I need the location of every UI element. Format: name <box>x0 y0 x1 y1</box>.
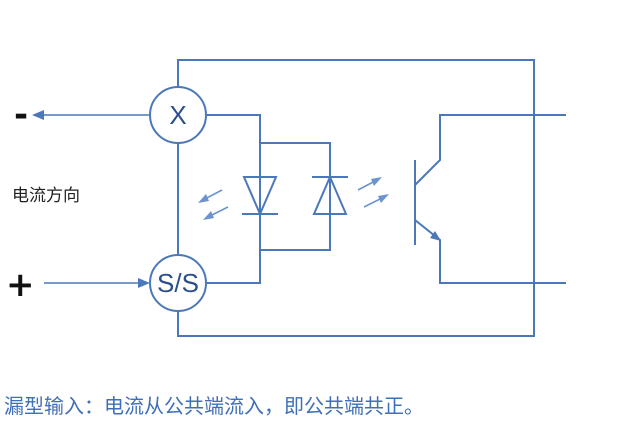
transistor-collector <box>414 114 566 186</box>
terminal-ss-label: S/S <box>157 268 199 298</box>
transistor-emitter <box>414 219 566 284</box>
terminal-x-label: X <box>169 100 186 130</box>
light-head-right-2 <box>378 194 389 203</box>
wire-ss-to-leds <box>206 250 261 284</box>
light-head-right-1 <box>371 177 382 186</box>
caption: 漏型输入：电流从公共端流入，即公共端共正。 <box>4 394 424 418</box>
module-box <box>177 59 535 337</box>
light-head-left-2 <box>203 211 214 220</box>
light-head-left-1 <box>198 194 209 203</box>
transistor-emitter-arrow <box>430 231 441 241</box>
arrow-left <box>32 110 44 120</box>
plus-sign: + <box>6 265 35 305</box>
current-direction-label: 电流方向 <box>12 186 80 206</box>
minus-sign: - <box>14 95 28 135</box>
led-2-triangle <box>312 174 348 215</box>
arrow-right <box>138 278 150 288</box>
wire-x-to-leds <box>206 114 331 251</box>
